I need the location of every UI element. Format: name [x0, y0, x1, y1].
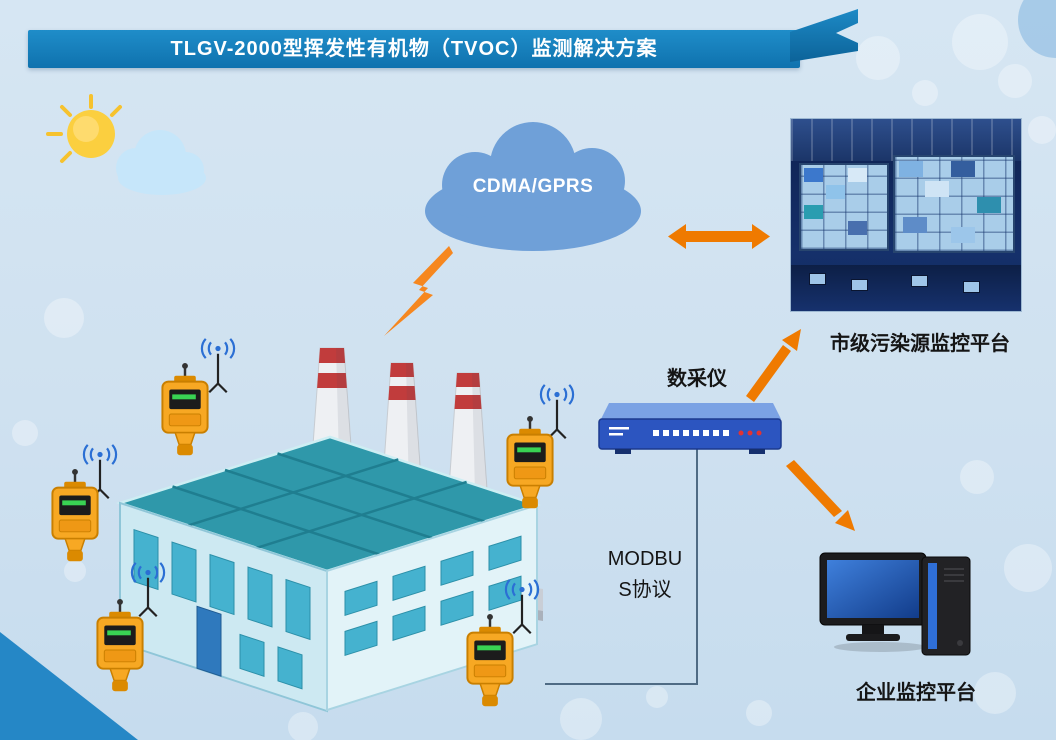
factory-illustration [115, 347, 543, 713]
modbus-label-line2: S协议 [618, 579, 672, 601]
arrow-to-enterprise-platform [786, 460, 855, 531]
sun-rays-icon [46, 94, 122, 163]
factory-left-wall [119, 501, 328, 713]
decorative-bubble [44, 298, 84, 338]
decorative-bubble [856, 36, 900, 80]
decorative-bubble [912, 80, 938, 106]
decorative-bubble [974, 672, 1016, 714]
factory-door [196, 605, 222, 677]
title-banner: TLGV-2000型挥发性有机物（TVOC）监测解决方案 [28, 30, 800, 68]
control-room-ceiling [791, 119, 1021, 161]
computer-tower-icon [921, 556, 971, 656]
control-room-screen [893, 155, 1015, 253]
decorative-bubble [1018, 0, 1056, 58]
decorative-bubble [952, 14, 1008, 70]
modbus-label-line1: MODBU [607, 548, 683, 570]
monitor-icon [819, 552, 927, 641]
network-cloud-shape [425, 122, 641, 251]
enterprise-computer-icon [819, 552, 971, 656]
decorative-bubble [998, 64, 1032, 98]
control-room-image [790, 118, 1022, 312]
decorative-bubble [64, 560, 86, 582]
bidirectional-arrow-icon [668, 224, 770, 249]
sun-cloud-icon [46, 94, 206, 195]
city-platform-label: 市级污染源监控平台 [830, 333, 1010, 355]
decorative-bubble [1004, 544, 1052, 592]
banner-title: TLGV-2000型挥发性有机物（TVOC）监测解决方案 [170, 38, 658, 60]
data-collector-device [598, 403, 782, 454]
enterprise-platform-label: 企业监控平台 [856, 682, 976, 704]
data-collector-label: 数采仪 [667, 368, 727, 390]
modbus-protocol-label: MODBU S协议 [587, 544, 703, 606]
decorative-bubble [12, 420, 38, 446]
decorative-bubble [288, 712, 318, 740]
control-room-consoles [791, 265, 1021, 311]
factory-window [133, 528, 311, 690]
control-room-screen [799, 163, 889, 251]
network-cloud-label: CDMA/GPRS [472, 176, 594, 197]
cloud-icon [116, 130, 206, 195]
decorative-bubble [560, 698, 602, 740]
banner-ribbon-tail [790, 9, 858, 62]
decorative-bubble [960, 460, 994, 494]
decorative-bubble [646, 686, 668, 708]
decorative-bubble [1028, 116, 1056, 144]
decorative-bubble [746, 700, 772, 726]
